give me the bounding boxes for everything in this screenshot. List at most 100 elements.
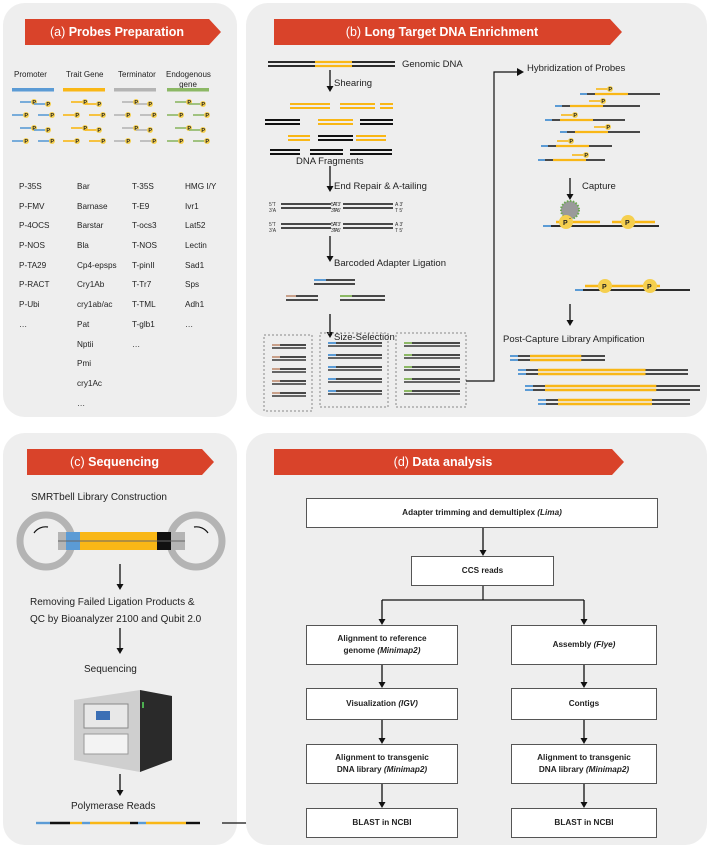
sequencer-screen-icon: [96, 711, 110, 720]
connector-arrow-icon: [517, 68, 524, 76]
strand-end-label: 3'A: [331, 228, 339, 234]
probe-p-label: P: [97, 102, 101, 108]
probe-p-label: P: [601, 99, 605, 105]
arrow-capture-head-icon: [566, 194, 574, 200]
probe-bead-icon: [100, 112, 106, 118]
terminator-item: T-glb1: [132, 319, 155, 329]
arrow-banner-icon: [274, 19, 622, 45]
probe-bead-icon: [605, 124, 611, 130]
probe-bead-icon: [49, 138, 55, 144]
probe-p-label: P: [179, 113, 183, 119]
endogenous-gene-item: Lectin: [185, 241, 207, 251]
arrow-to-ccs-head-icon: [479, 550, 487, 556]
probe-bead-icon: [147, 127, 153, 133]
probe-bead-icon: [74, 112, 80, 118]
label-removing-failed-2: QC by Bioanalyzer 2100 and Qubit 2.0: [30, 614, 202, 625]
panel-d-letter: (d): [393, 455, 409, 469]
probe-bead-icon: [125, 138, 131, 144]
arrow-banner-icon: [274, 449, 624, 475]
probe-bead-icon: [643, 279, 657, 293]
terminator-item: T-TML: [132, 300, 156, 310]
enrichment-workflow-graphic: 5'T3'AA 3'T 5'5'T3'AA 3'T 5'5'T3'AA 3'T …: [263, 60, 700, 412]
promoter-item: P-35S: [19, 182, 42, 191]
probe-p-label: P: [201, 102, 205, 108]
smrtbell-primer-icon: [33, 526, 49, 534]
trait-gene-item: Barnase: [77, 201, 108, 211]
category-color-bar: [12, 88, 54, 92]
trait-gene-item: Pmi: [77, 359, 92, 369]
probe-bead-icon: [600, 98, 606, 104]
strand-end-label: A 3': [395, 222, 403, 228]
promoter-item: P-Ubi: [19, 300, 40, 310]
probe-bead-icon: [204, 138, 210, 144]
endogenous-gene-item: Lat52: [185, 221, 206, 231]
step-contigs: Contigs: [511, 688, 657, 720]
smrtbell-primer-icon: [193, 526, 209, 534]
trait-gene-item: Nptii: [77, 339, 94, 349]
probe-bead-icon: [621, 215, 635, 229]
step-alignment-transgenic-left-text-2: DNA library: [336, 765, 382, 774]
probe-p-label: P: [24, 113, 28, 119]
probe-bead-icon: [178, 112, 184, 118]
endogenous-gene-item: Adh1: [185, 300, 205, 310]
endogenous-gene-item: Sps: [185, 280, 200, 290]
terminator-item: T-ocs3: [132, 221, 157, 231]
terminator-item: …: [132, 339, 141, 349]
label-capture: Capture: [582, 181, 616, 192]
step-assembly-tool: (Flye): [593, 640, 616, 649]
probe-bead-icon: [96, 101, 102, 107]
probe-bead-icon: [607, 86, 613, 92]
strand-end-label: 3'A: [269, 208, 277, 214]
probe-p-label: P: [148, 102, 152, 108]
probe-bead-icon: [598, 279, 612, 293]
trait-gene-item: Bla: [77, 241, 89, 251]
step-ccs-reads-text: CCS reads: [461, 566, 504, 575]
probe-p-label: P: [97, 128, 101, 134]
probe-p-label: P: [50, 113, 54, 119]
label-end-repair: End Repair & A-tailing: [334, 181, 427, 192]
strand-end-label: 5'T: [331, 202, 338, 208]
probe-p-label: P: [148, 128, 152, 134]
probe-bead-icon: [49, 112, 55, 118]
arrow-to-assembly-head-icon: [580, 619, 588, 625]
strand-end-label: 5'T: [269, 222, 276, 228]
arrow-to-alignment-head-icon: [378, 619, 386, 625]
step-alignment-transgenic-right-text-1: Alignment to transgenic: [537, 753, 631, 762]
probe-bead-icon: [23, 138, 29, 144]
arrow-polymerase-head-icon: [116, 790, 124, 796]
step-alignment-transgenic-left-text-1: Alignment to transgenic: [335, 753, 429, 762]
step-blast-left-text: BLAST in NCBI: [352, 818, 412, 827]
probe-p-label: P: [205, 113, 209, 119]
trait-gene-item: Cp4-epsps: [77, 260, 117, 270]
arrow-sequencing-head-icon: [116, 648, 124, 654]
step-alignment-reference-tool: (Minimap2): [377, 646, 421, 655]
panel-c-title-banner: (c) Sequencing: [27, 449, 214, 475]
arrow-end-repair-head-icon: [326, 186, 334, 192]
probe-p-label: P: [608, 87, 612, 93]
category-color-bar: [167, 88, 209, 92]
arrow-to-transgenic-left-head-icon: [378, 738, 386, 744]
probe-p-label: P: [50, 139, 54, 145]
promoter-item: P-RACT: [19, 280, 50, 290]
probe-p-label: P: [205, 139, 209, 145]
probe-bead-icon: [23, 112, 29, 118]
probe-p-label: P: [46, 102, 50, 108]
probe-p-label: P: [126, 113, 130, 119]
promoter-item: P-4OCS: [19, 221, 50, 231]
probe-legend-graphic: PPPPPPPPPPPPPPPPPPPPPPPPPPPPPPPP: [12, 88, 210, 145]
step-alignment-transgenic-left-tool: (Minimap2): [383, 765, 428, 774]
probe-bead-icon: [125, 112, 131, 118]
step-ccs-reads: CCS reads: [411, 556, 554, 586]
step-contigs-text: Contigs: [568, 699, 600, 708]
strand-end-label: A 3': [333, 202, 341, 208]
trait-gene-item: Bar: [77, 182, 90, 191]
step-visualization: Visualization (IGV): [306, 688, 458, 720]
panel-d-title: Data analysis: [412, 455, 493, 469]
probe-p-label: P: [152, 139, 156, 145]
strand-end-label: A 3': [395, 202, 403, 208]
step-assembly-text: Assembly: [552, 640, 592, 649]
endogenous-gene-item: HMG I/Y: [185, 182, 217, 191]
